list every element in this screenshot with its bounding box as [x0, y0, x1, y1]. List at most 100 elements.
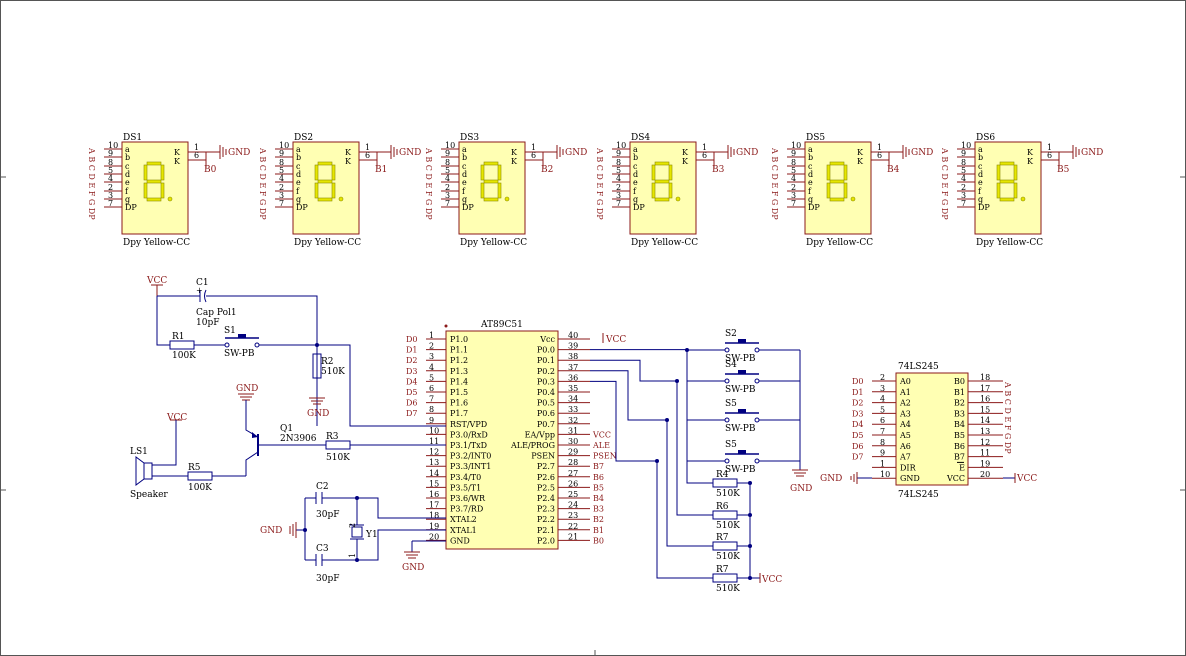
switch-ref: S5: [725, 399, 737, 409]
segment-f: [480, 164, 485, 181]
pin-number: 1: [365, 143, 370, 152]
pin-number: 12: [980, 438, 990, 447]
c1-value2: 10pF: [196, 318, 219, 328]
net-label: B5: [593, 483, 604, 492]
pin-name: P3.1/TxD: [450, 441, 487, 450]
keypad-vcc-label: VCC: [761, 575, 782, 585]
pin-number: 9: [791, 149, 796, 158]
buffer-vcc-label: VCC: [1016, 474, 1037, 484]
display-signals-label: A B C D E F G DP: [770, 147, 779, 220]
r2-value: 510K: [321, 367, 345, 377]
net-label: B1: [593, 526, 604, 535]
segment-label: g: [296, 195, 301, 204]
pin-number: 3: [961, 191, 966, 200]
segment-label: c: [296, 162, 301, 171]
segment-label: b: [462, 153, 467, 162]
pin-number: 17: [980, 384, 990, 393]
k-label: K: [345, 148, 352, 157]
pin-number: 10: [880, 470, 890, 479]
ls1-ref: LS1: [130, 447, 148, 457]
display-part: Dpy Yellow-CC: [976, 238, 1043, 248]
pin-number: 24: [568, 501, 578, 510]
switch-contact: [754, 417, 760, 423]
segment-label: b: [296, 153, 301, 162]
wire: [749, 483, 760, 579]
pullup-value: 510K: [716, 584, 740, 594]
segment-e: [480, 182, 485, 199]
pin-number: 3: [616, 191, 621, 200]
keypad-gnd-label: GND: [790, 484, 812, 494]
segment-label: b: [633, 153, 638, 162]
segment-label: c: [462, 162, 467, 171]
pin-name: E: [959, 463, 965, 472]
r5-ref: R5: [188, 463, 201, 473]
k-label: K: [857, 157, 864, 166]
pin-number: 40: [568, 331, 578, 340]
pin-number: 7: [616, 199, 621, 208]
segment-label: c: [633, 162, 638, 171]
display-ref: DS3: [460, 133, 479, 143]
q1-ref: Q1: [280, 424, 293, 434]
gnd-symbol: [404, 551, 420, 559]
net-label: D4: [852, 420, 864, 429]
pin-number: 3: [791, 191, 796, 200]
pin-name: GND: [450, 536, 470, 545]
mcu-ref: AT89C51: [480, 320, 523, 330]
pin-number: 7: [108, 199, 113, 208]
reset-circuit: VCC C1 + Cap Pol1 10pF R1 100K S1 SW-PB …: [146, 276, 446, 427]
segment-label: e: [978, 178, 983, 187]
display-body: [458, 141, 526, 235]
display-gnd-label: GND: [736, 148, 758, 158]
segment-label: a: [296, 145, 301, 154]
net-label: PSEN: [593, 452, 617, 461]
segment-d: [146, 197, 162, 202]
y1-pin1: 1: [348, 553, 357, 558]
pin-name: B5: [954, 431, 965, 440]
pin-number: 30: [568, 437, 578, 446]
pin-number: 26: [568, 479, 578, 488]
pin-number: 8: [429, 405, 434, 414]
pin-number: 2: [791, 183, 796, 192]
segment-label: f: [462, 187, 466, 196]
pin-name: XTAL2: [450, 515, 477, 524]
junction: [655, 459, 659, 463]
r1-body: [169, 340, 195, 350]
pin-name: B7: [954, 453, 965, 462]
display-body: [292, 141, 360, 235]
display-gnd-label: GND: [399, 148, 421, 158]
segment-label: d: [462, 170, 467, 179]
k-label: K: [174, 148, 181, 157]
pin-name: P3.3/INT1: [450, 462, 491, 471]
pin-name: A0: [899, 377, 911, 386]
switch-button: [738, 339, 746, 343]
pin-name: P3.2/INT0: [450, 452, 491, 461]
pin-name: P0.5: [537, 399, 555, 408]
pin-name: B2: [954, 399, 965, 408]
r3-value: 510K: [326, 453, 350, 463]
wire: [317, 344, 446, 427]
k-label: K: [345, 157, 352, 166]
segment-label: d: [808, 170, 813, 179]
display-net: B4: [887, 165, 900, 175]
segment-label: DP: [978, 203, 990, 212]
segment-label: DP: [125, 203, 137, 212]
buffer-ref-top: 74LS245: [898, 362, 939, 372]
wire: [156, 296, 170, 346]
segment-c: [668, 182, 673, 199]
segment-label: c: [808, 162, 813, 171]
